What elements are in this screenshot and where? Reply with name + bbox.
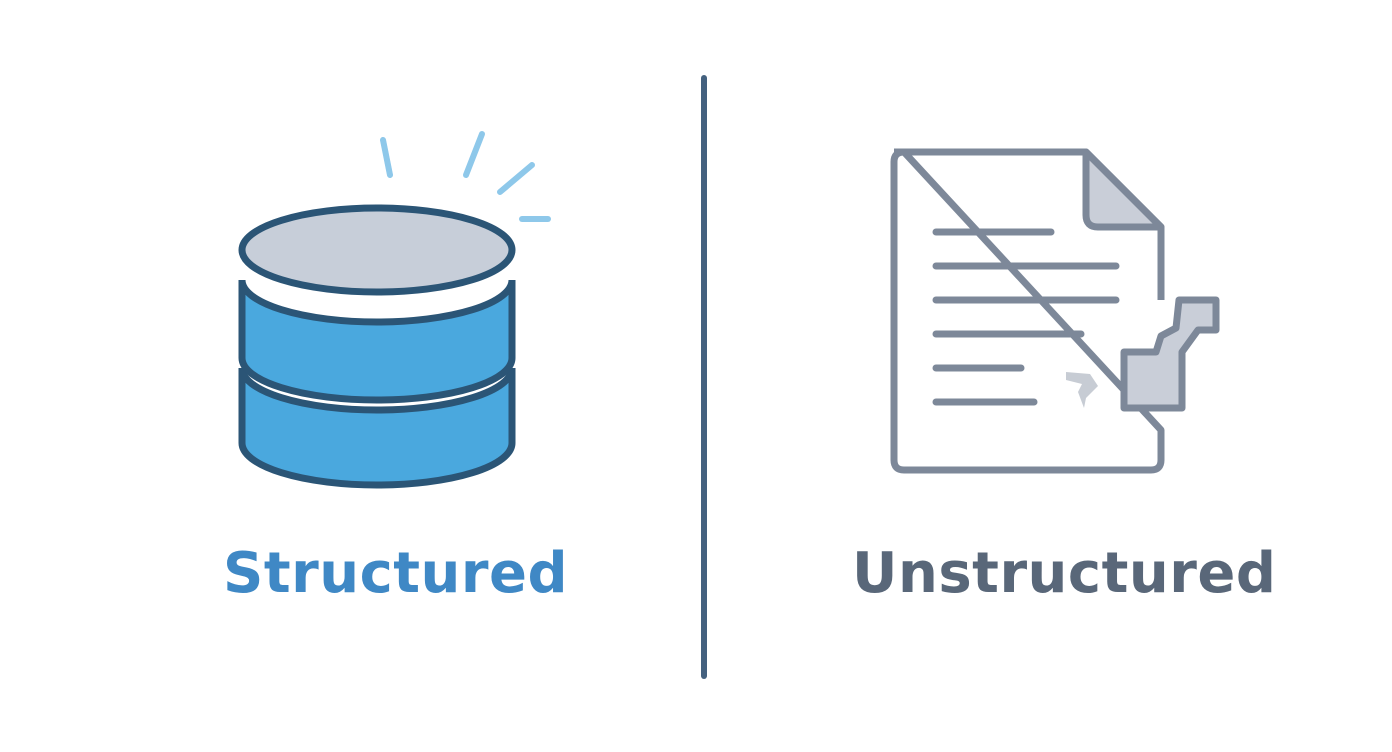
center-divider xyxy=(701,75,707,679)
database-icon xyxy=(238,131,551,489)
sparkle-icon xyxy=(380,131,551,222)
unstructured-panel: Unstructured xyxy=(708,0,1392,752)
document-puzzle-icon xyxy=(890,148,1220,474)
structured-label: Structured xyxy=(223,541,569,606)
structured-panel: Structured xyxy=(223,131,569,606)
unstructured-label: Unstructured xyxy=(852,541,1277,606)
